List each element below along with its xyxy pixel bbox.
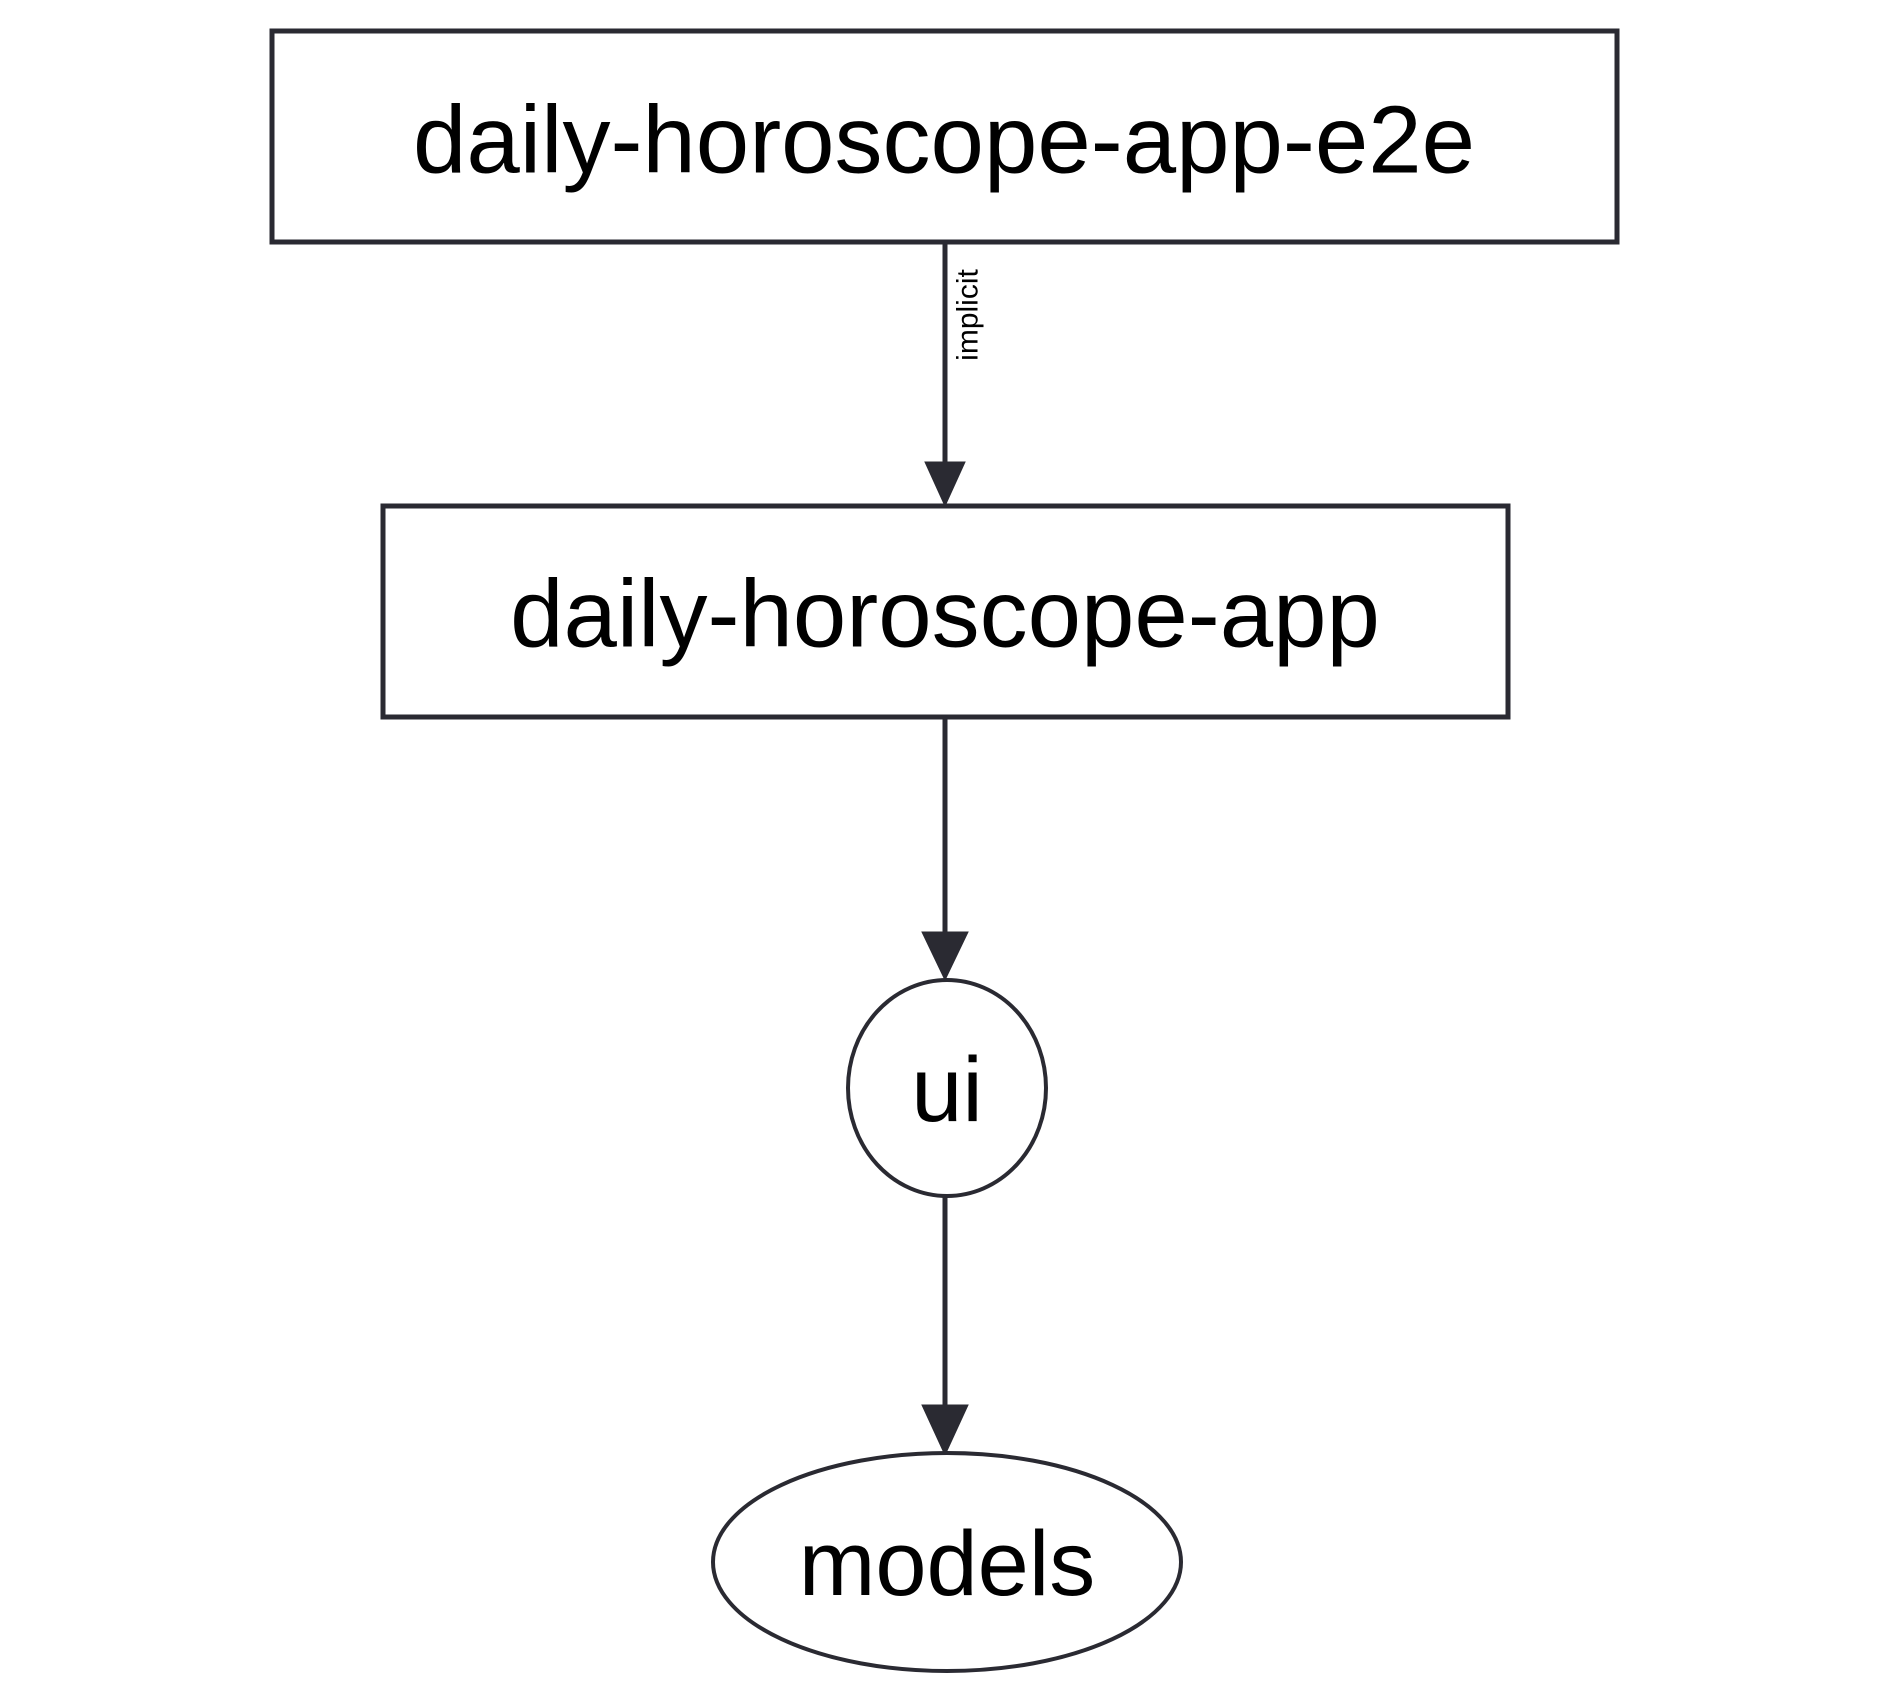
node-label: models	[799, 1513, 1096, 1615]
node-daily-horoscope-app-e2e[interactable]: daily-horoscope-app-e2e	[269, 28, 1620, 245]
node-ui[interactable]: ui	[846, 978, 1048, 1198]
node-label: ui	[911, 1039, 983, 1141]
node-rect-shape	[380, 503, 1511, 720]
arrowhead-icon	[921, 931, 969, 982]
arrowhead-icon	[921, 1404, 969, 1457]
edge-app-to-ui[interactable]	[921, 717, 969, 982]
edge-e2e-to-app[interactable]: implicit	[924, 242, 985, 508]
node-models[interactable]: models	[711, 1451, 1183, 1673]
edge-label-implicit: implicit	[952, 269, 985, 361]
edge-ui-to-models[interactable]	[921, 1196, 969, 1457]
arrowhead-icon	[924, 461, 966, 508]
node-label: daily-horoscope-app-e2e	[413, 87, 1475, 194]
node-label: daily-horoscope-app	[510, 561, 1380, 668]
node-ellipse-shape	[711, 1451, 1183, 1673]
node-daily-horoscope-app[interactable]: daily-horoscope-app	[380, 503, 1511, 720]
node-rect-shape	[269, 28, 1620, 245]
node-ellipse-shape	[846, 978, 1048, 1198]
